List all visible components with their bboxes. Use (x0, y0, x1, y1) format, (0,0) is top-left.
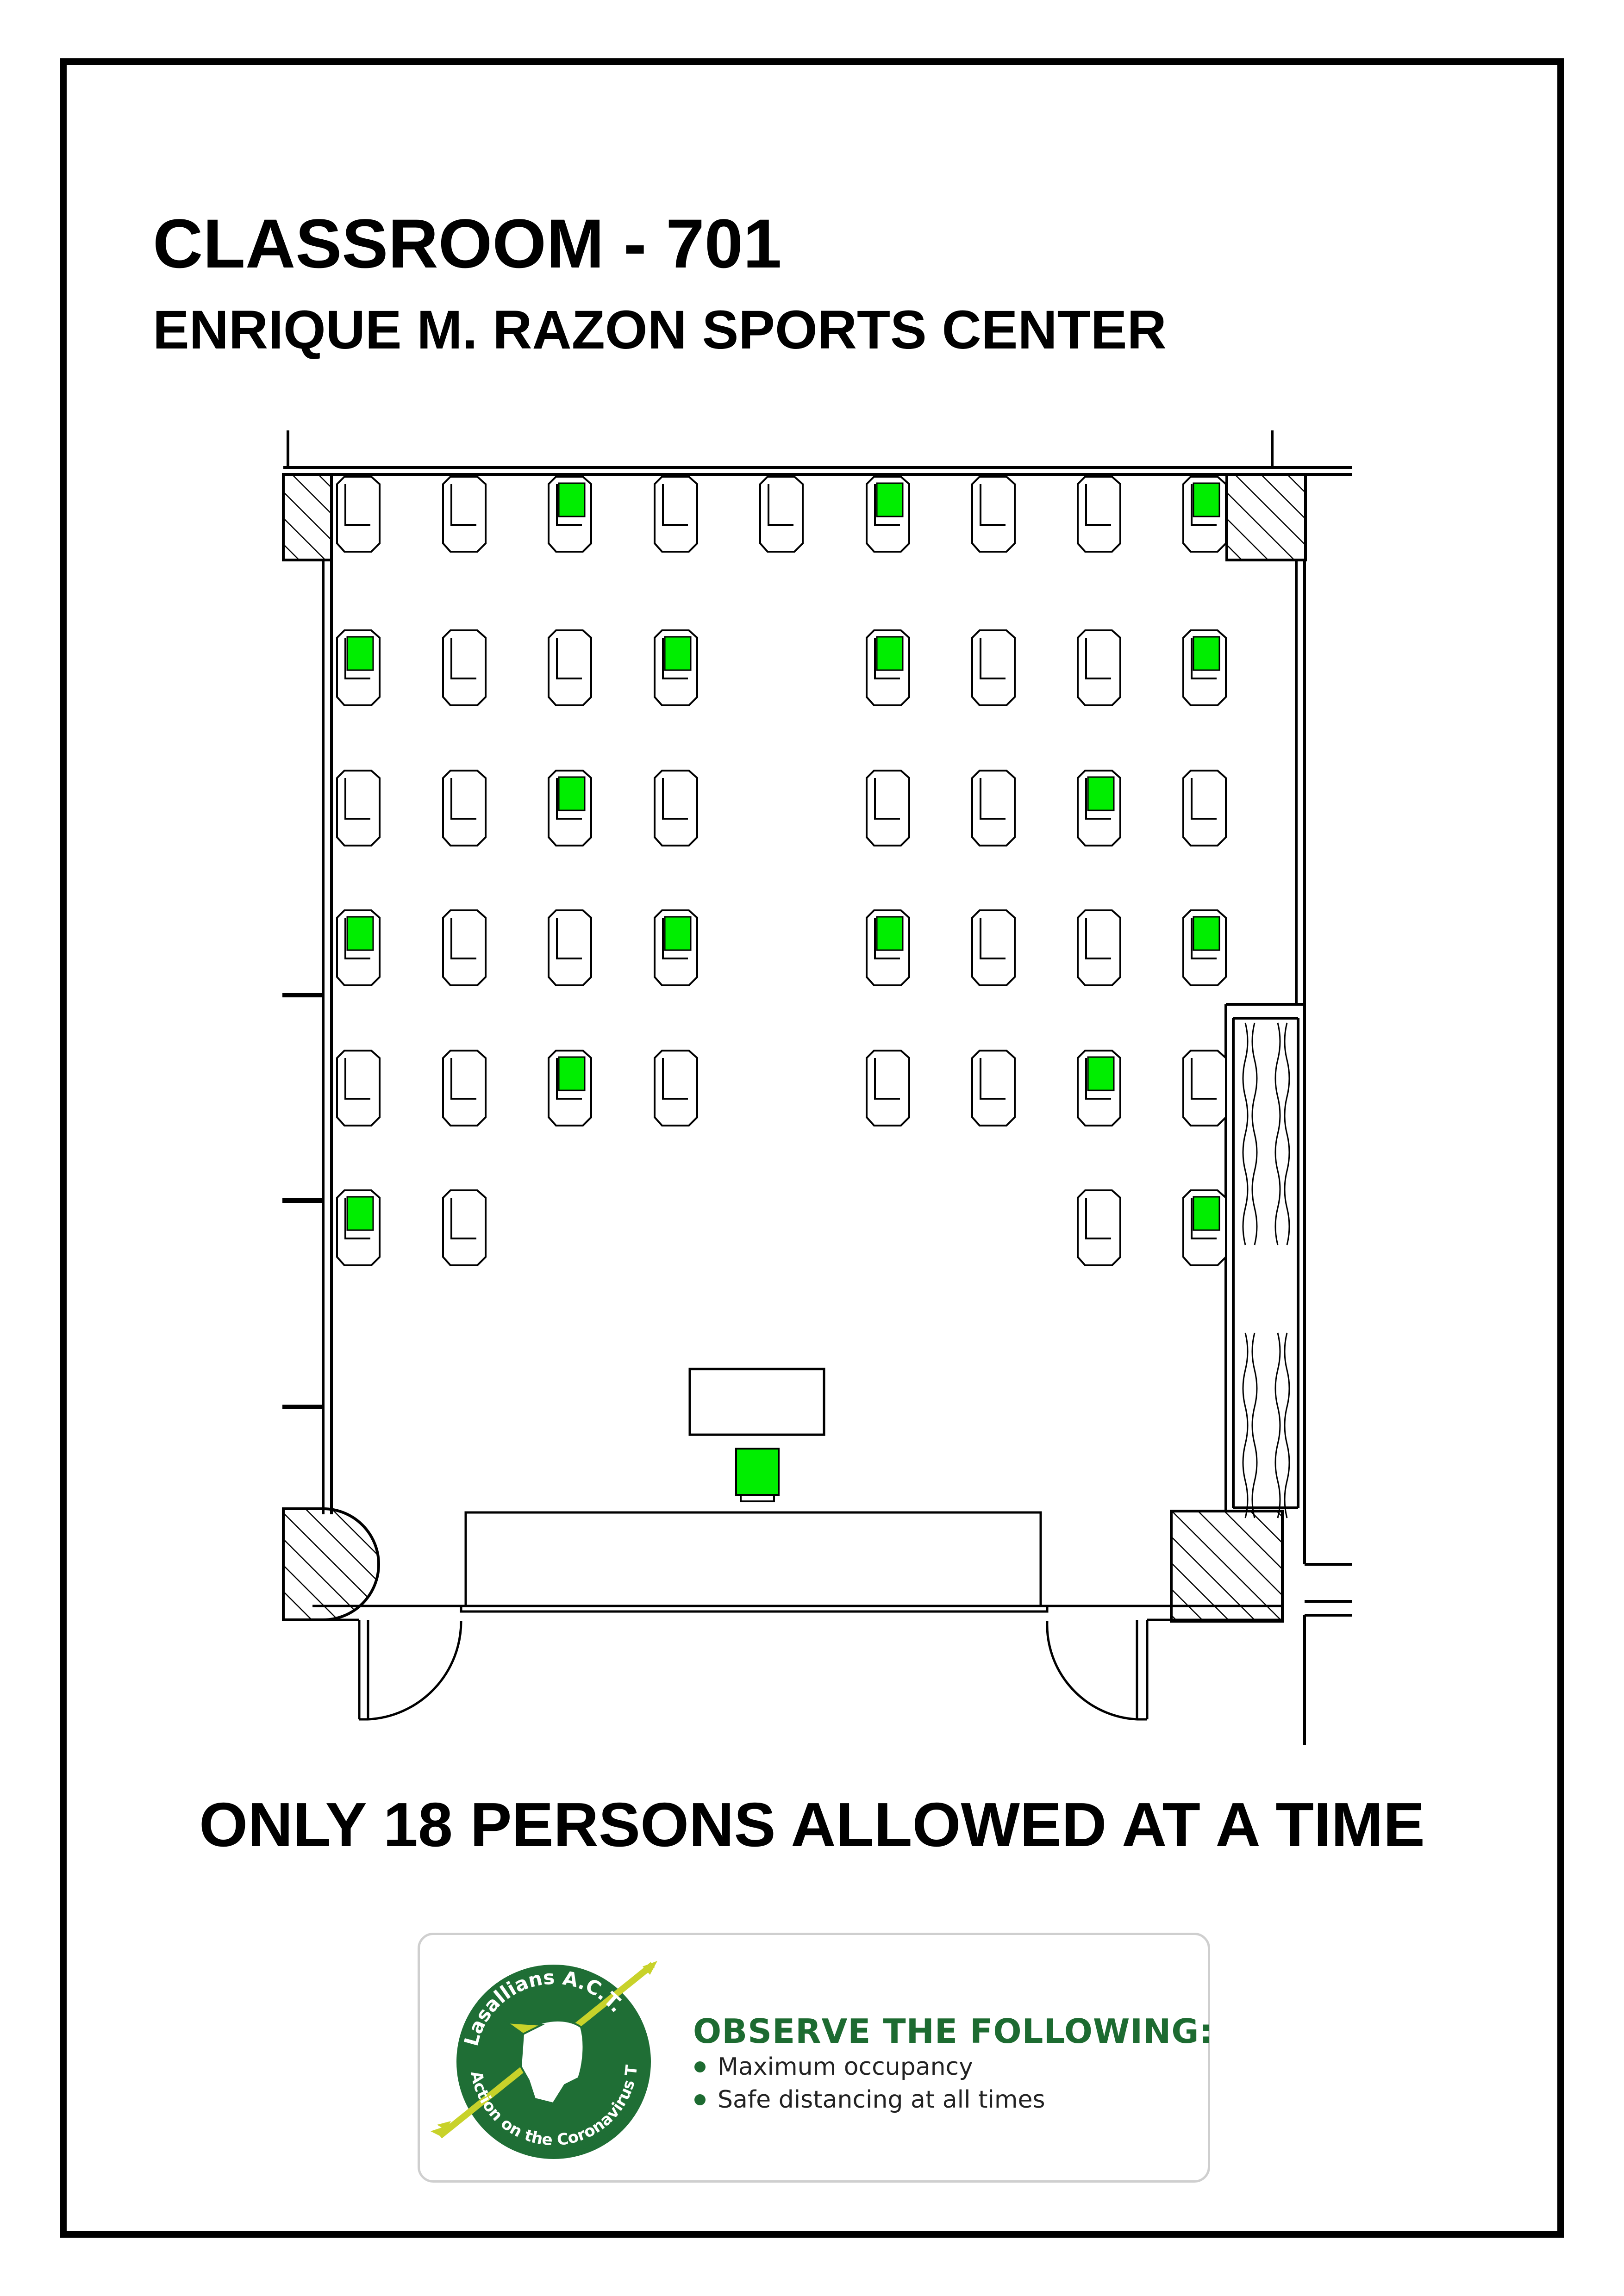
chair-marked (866, 909, 910, 986)
marked-seat (876, 482, 904, 517)
marked-seat (1193, 916, 1220, 951)
page-border (60, 58, 1564, 2238)
marked-seat (1087, 1056, 1115, 1091)
marked-seat (876, 636, 904, 671)
chair (548, 909, 592, 986)
chair-marked (654, 629, 698, 706)
marked-seat (664, 916, 692, 951)
chair (442, 1050, 487, 1126)
front-area (460, 1368, 1049, 1613)
marked-seat (346, 1196, 374, 1231)
chair (1077, 629, 1121, 706)
lasallians-act-logo: Lasallians A.C.T. Action on the Coronavi… (426, 1946, 657, 2161)
chair (1182, 770, 1227, 846)
planter (1242, 1022, 1290, 1518)
chair (759, 476, 804, 553)
marked-seat (558, 776, 586, 811)
chair-marked (1182, 476, 1227, 553)
chair (336, 476, 381, 553)
logo-head-icon (504, 2019, 585, 2105)
chair (971, 770, 1016, 846)
chair (1182, 1050, 1227, 1126)
chair (548, 629, 592, 706)
marked-seat (558, 482, 586, 517)
page-title: CLASSROOM - 701 (153, 205, 782, 282)
doorway (312, 1605, 1282, 1721)
chair-marked (866, 476, 910, 553)
observe-item: Safe distancing at all times (694, 2086, 1045, 2114)
chair-marked (1182, 909, 1227, 986)
chair (971, 909, 1016, 986)
observe-item-label: Maximum occupancy (718, 2053, 973, 2081)
occupancy-notice: ONLY 18 PERSONS ALLOWED AT A TIME (199, 1790, 1425, 1860)
chair-marked (1077, 1050, 1121, 1126)
chair-marked (654, 909, 698, 986)
observe-item-label: Safe distancing at all times (718, 2086, 1045, 2114)
observe-heading: OBSERVE THE FOLLOWING: (693, 2012, 1213, 2051)
chair (971, 476, 1016, 553)
observe-item: Maximum occupancy (694, 2053, 973, 2081)
chair (654, 476, 698, 553)
chair (866, 770, 910, 846)
chair-marked (1182, 1189, 1227, 1266)
marked-seat (346, 916, 374, 951)
chair (442, 476, 487, 553)
chair-marked (548, 770, 592, 846)
chair (654, 770, 698, 846)
chair-marked (548, 476, 592, 553)
marked-seat (1193, 636, 1220, 671)
chair-marked (1182, 629, 1227, 706)
chair-marked (336, 909, 381, 986)
page-subtitle: ENRIQUE M. RAZON SPORTS CENTER (153, 299, 1167, 361)
chair (1077, 909, 1121, 986)
structural-columns (282, 473, 1307, 1623)
marked-seat (558, 1056, 586, 1091)
chair-marked (866, 629, 910, 706)
chair (971, 629, 1016, 706)
chair (442, 909, 487, 986)
marked-seat (1087, 776, 1115, 811)
chair (442, 629, 487, 706)
bullet-icon (694, 2061, 706, 2072)
marked-seat (664, 636, 692, 671)
marked-seat (1193, 482, 1220, 517)
chair (1077, 1189, 1121, 1266)
chair (971, 1050, 1016, 1126)
chair-marked (1077, 770, 1121, 846)
marked-seat (346, 636, 374, 671)
teacher-chair-marked (735, 1448, 780, 1502)
chair (442, 1189, 487, 1266)
chair-marked (336, 1189, 381, 1266)
chair (1077, 476, 1121, 553)
chairs-layer (336, 476, 1227, 1502)
chair (654, 1050, 698, 1126)
chair-marked (336, 629, 381, 706)
marked-seat (1193, 1196, 1220, 1231)
chair (336, 770, 381, 846)
marked-seat (876, 916, 904, 951)
chair (336, 1050, 381, 1126)
window-marks (282, 993, 323, 1409)
chair (866, 1050, 910, 1126)
bullet-icon (694, 2094, 706, 2105)
chair (442, 770, 487, 846)
chair-marked (548, 1050, 592, 1126)
